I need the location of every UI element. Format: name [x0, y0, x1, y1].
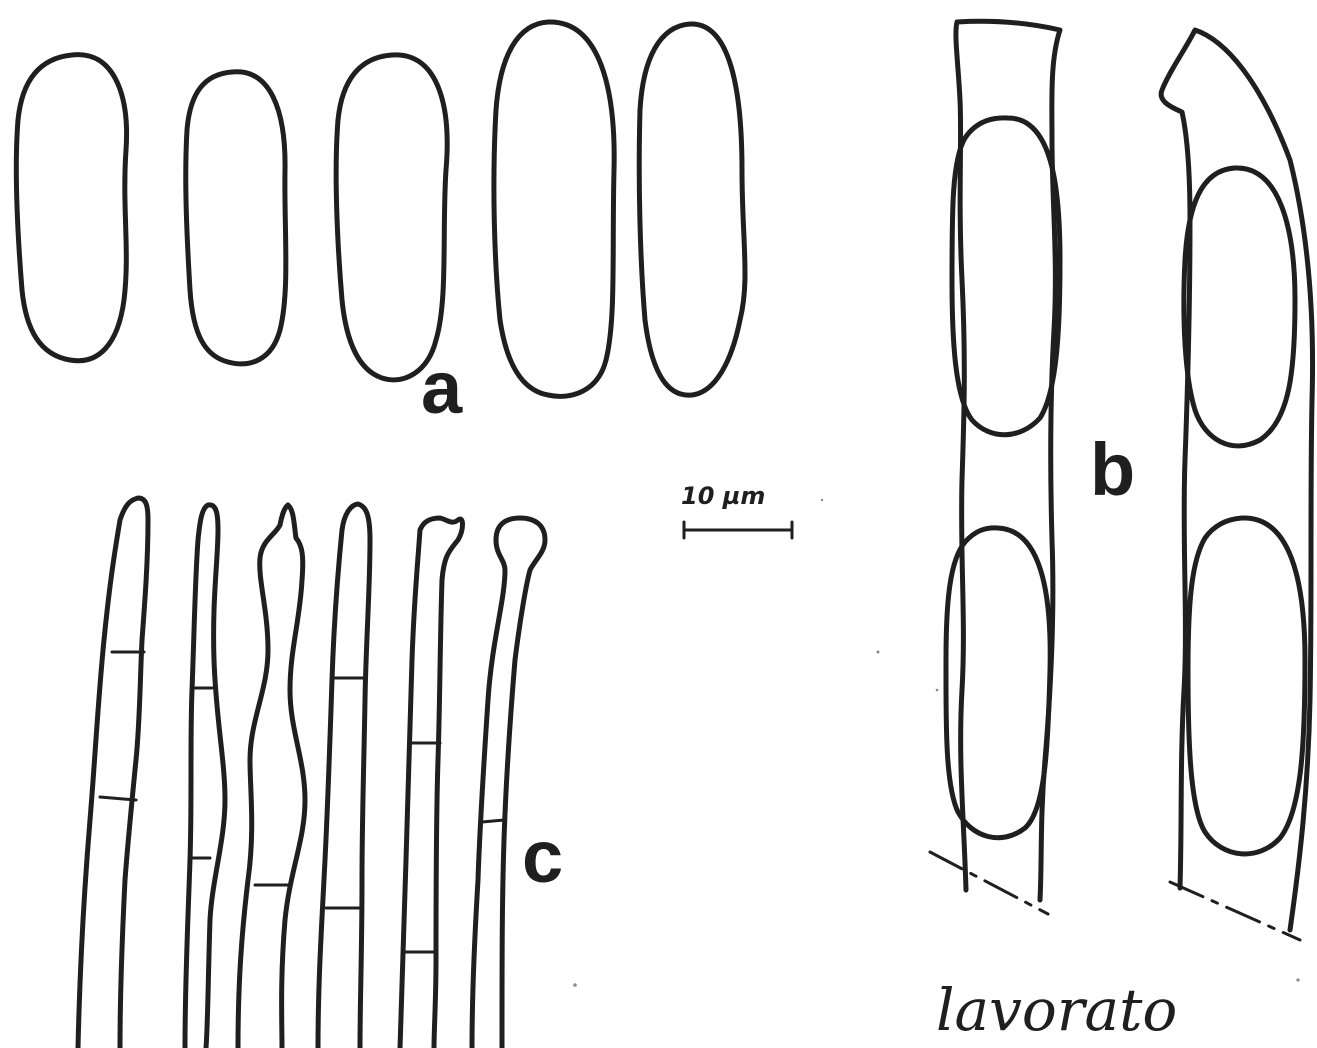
hypha-4	[318, 504, 370, 1048]
ascus-left	[930, 21, 1060, 914]
ascus-right-spore-lower	[1188, 518, 1305, 854]
ascus-right	[1161, 30, 1312, 940]
panel-c-hyphae: c	[78, 498, 563, 1048]
hypha-2	[185, 505, 225, 1048]
ascus-right-wall	[1161, 30, 1312, 930]
hypha-1-wall	[78, 498, 148, 1048]
panel-b-asci: b	[930, 21, 1313, 940]
ascus-right-cut-mark	[1170, 882, 1300, 940]
panel-label-c: c	[522, 815, 563, 898]
scale-bar: 10 µm	[681, 482, 792, 538]
spore-5	[639, 24, 745, 395]
speck	[877, 651, 880, 654]
ascus-left-spore-upper	[952, 118, 1060, 435]
panel-label-b: b	[1090, 428, 1135, 511]
hypha-5-wall	[400, 518, 463, 1048]
ascus-right-spore-upper	[1184, 168, 1295, 446]
spore-4	[494, 22, 614, 396]
spore-1	[16, 55, 126, 361]
speck	[573, 983, 577, 987]
spore-3	[336, 55, 447, 380]
hypha-1	[78, 498, 148, 1048]
hypha-6-wall	[472, 518, 545, 1048]
hypha-5	[400, 518, 463, 1048]
hypha-3-wall	[238, 505, 305, 1048]
signature: lavorato	[936, 976, 1177, 1044]
hypha-4-wall	[318, 504, 370, 1048]
speck	[936, 689, 939, 692]
spore-2	[186, 72, 286, 364]
hypha-2-wall	[185, 505, 225, 1048]
ascus-left-cut-mark	[930, 852, 1048, 914]
hypha-6-septum-1	[482, 820, 504, 822]
panel-label-a: a	[421, 346, 463, 429]
speck	[821, 499, 823, 501]
scale-bar-label: 10 µm	[681, 482, 765, 510]
hypha-6	[472, 518, 545, 1048]
panel-a-spores: a	[16, 22, 745, 429]
speck	[1296, 978, 1299, 981]
hypha-3	[238, 505, 305, 1048]
